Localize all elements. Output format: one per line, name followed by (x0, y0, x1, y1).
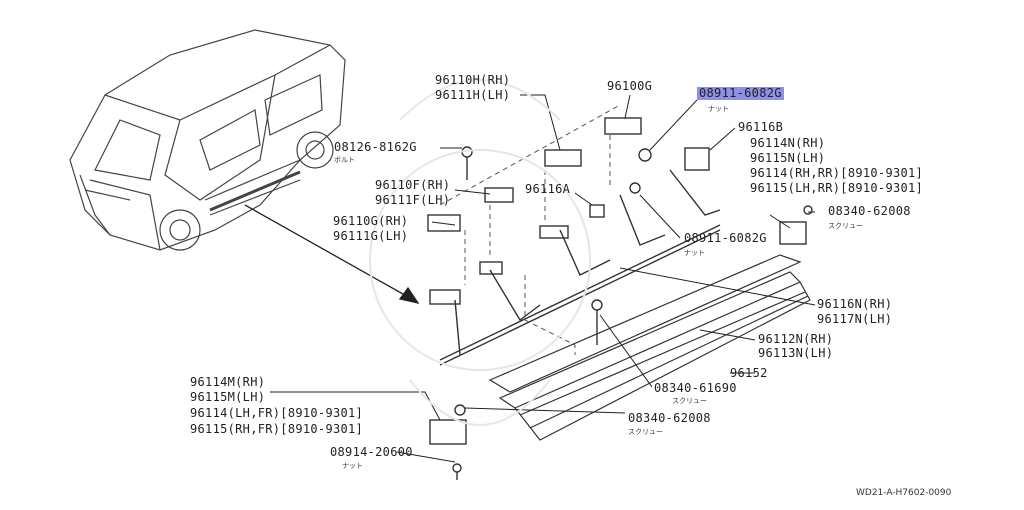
note-bolt: ボルト (334, 156, 355, 164)
label-96113N-lh: 96113N(LH) (758, 346, 834, 360)
label-96110H-rh: 96110H(RH) (435, 73, 511, 87)
label-96116B: 96116B (738, 120, 784, 134)
label-08911-6082G-top: 08911-6082G (697, 86, 784, 100)
watermark-emblem (369, 79, 591, 426)
pointer-arrow (244, 204, 420, 304)
label-96111H-lh: 96111H(LH) (435, 88, 511, 102)
label-96114N-rh: 96114N(RH) (750, 136, 826, 150)
label-96111F-lh: 96111F(LH) (375, 193, 451, 207)
note-screw-right: スクリュー (828, 222, 863, 230)
label-96117N-lh: 96117N(LH) (817, 312, 893, 326)
label-96111G-lh: 96111G(LH) (333, 229, 409, 243)
label-96116A: 96116A (525, 182, 571, 196)
label-96110G-rh: 96110G(RH) (333, 214, 409, 228)
label-08126-8162G: 08126-8162G (334, 140, 417, 154)
note-screw-mid: スクリュー (672, 397, 707, 405)
label-08911-6082G-mid: 08911-6082G (684, 231, 767, 245)
label-08340-62008-right: 08340-62008 (828, 204, 911, 218)
label-96116N-rh: 96116N(RH) (817, 297, 893, 311)
label-08340-61690: 08340-61690 (654, 381, 737, 395)
label-96115M-lh: 96115M(LH) (190, 390, 266, 404)
note-screw-bottom: スクリュー (628, 428, 663, 436)
step-board (488, 254, 811, 441)
note-nut-bottom: ナット (342, 462, 363, 470)
support-frame (427, 117, 813, 480)
label-96110F-rh: 96110F(RH) (375, 178, 451, 192)
note-nut-top: ナット (708, 105, 729, 113)
assembly-guides (439, 104, 621, 355)
label-96112N-rh: 96112N(RH) (758, 332, 834, 346)
label-96100G: 96100G (607, 79, 653, 93)
label-08340-62008-bottom: 08340-62008 (628, 411, 711, 425)
label-96115-lh-rr: 96115(LH,RR)[8910-9301] (750, 181, 924, 195)
leader-lines (270, 94, 816, 463)
label-96115N-lh: 96115N(LH) (750, 151, 826, 165)
diagram-code: WD21-A-H7602-0090 (856, 488, 952, 498)
label-96115-rh-fr: 96115(RH,FR)[8910-9301] (190, 422, 364, 436)
note-nut-mid: ナット (684, 249, 705, 257)
label-96114M-rh: 96114M(RH) (190, 375, 266, 389)
vehicle-illustration (69, 29, 346, 251)
label-96152: 96152 (730, 366, 768, 380)
label-96114-rh-rr: 96114(RH,RR)[8910-9301] (750, 166, 924, 180)
label-08914-20600: 08914-20600 (330, 445, 413, 459)
label-96114-lh-fr: 96114(LH,FR)[8910-9301] (190, 406, 364, 420)
